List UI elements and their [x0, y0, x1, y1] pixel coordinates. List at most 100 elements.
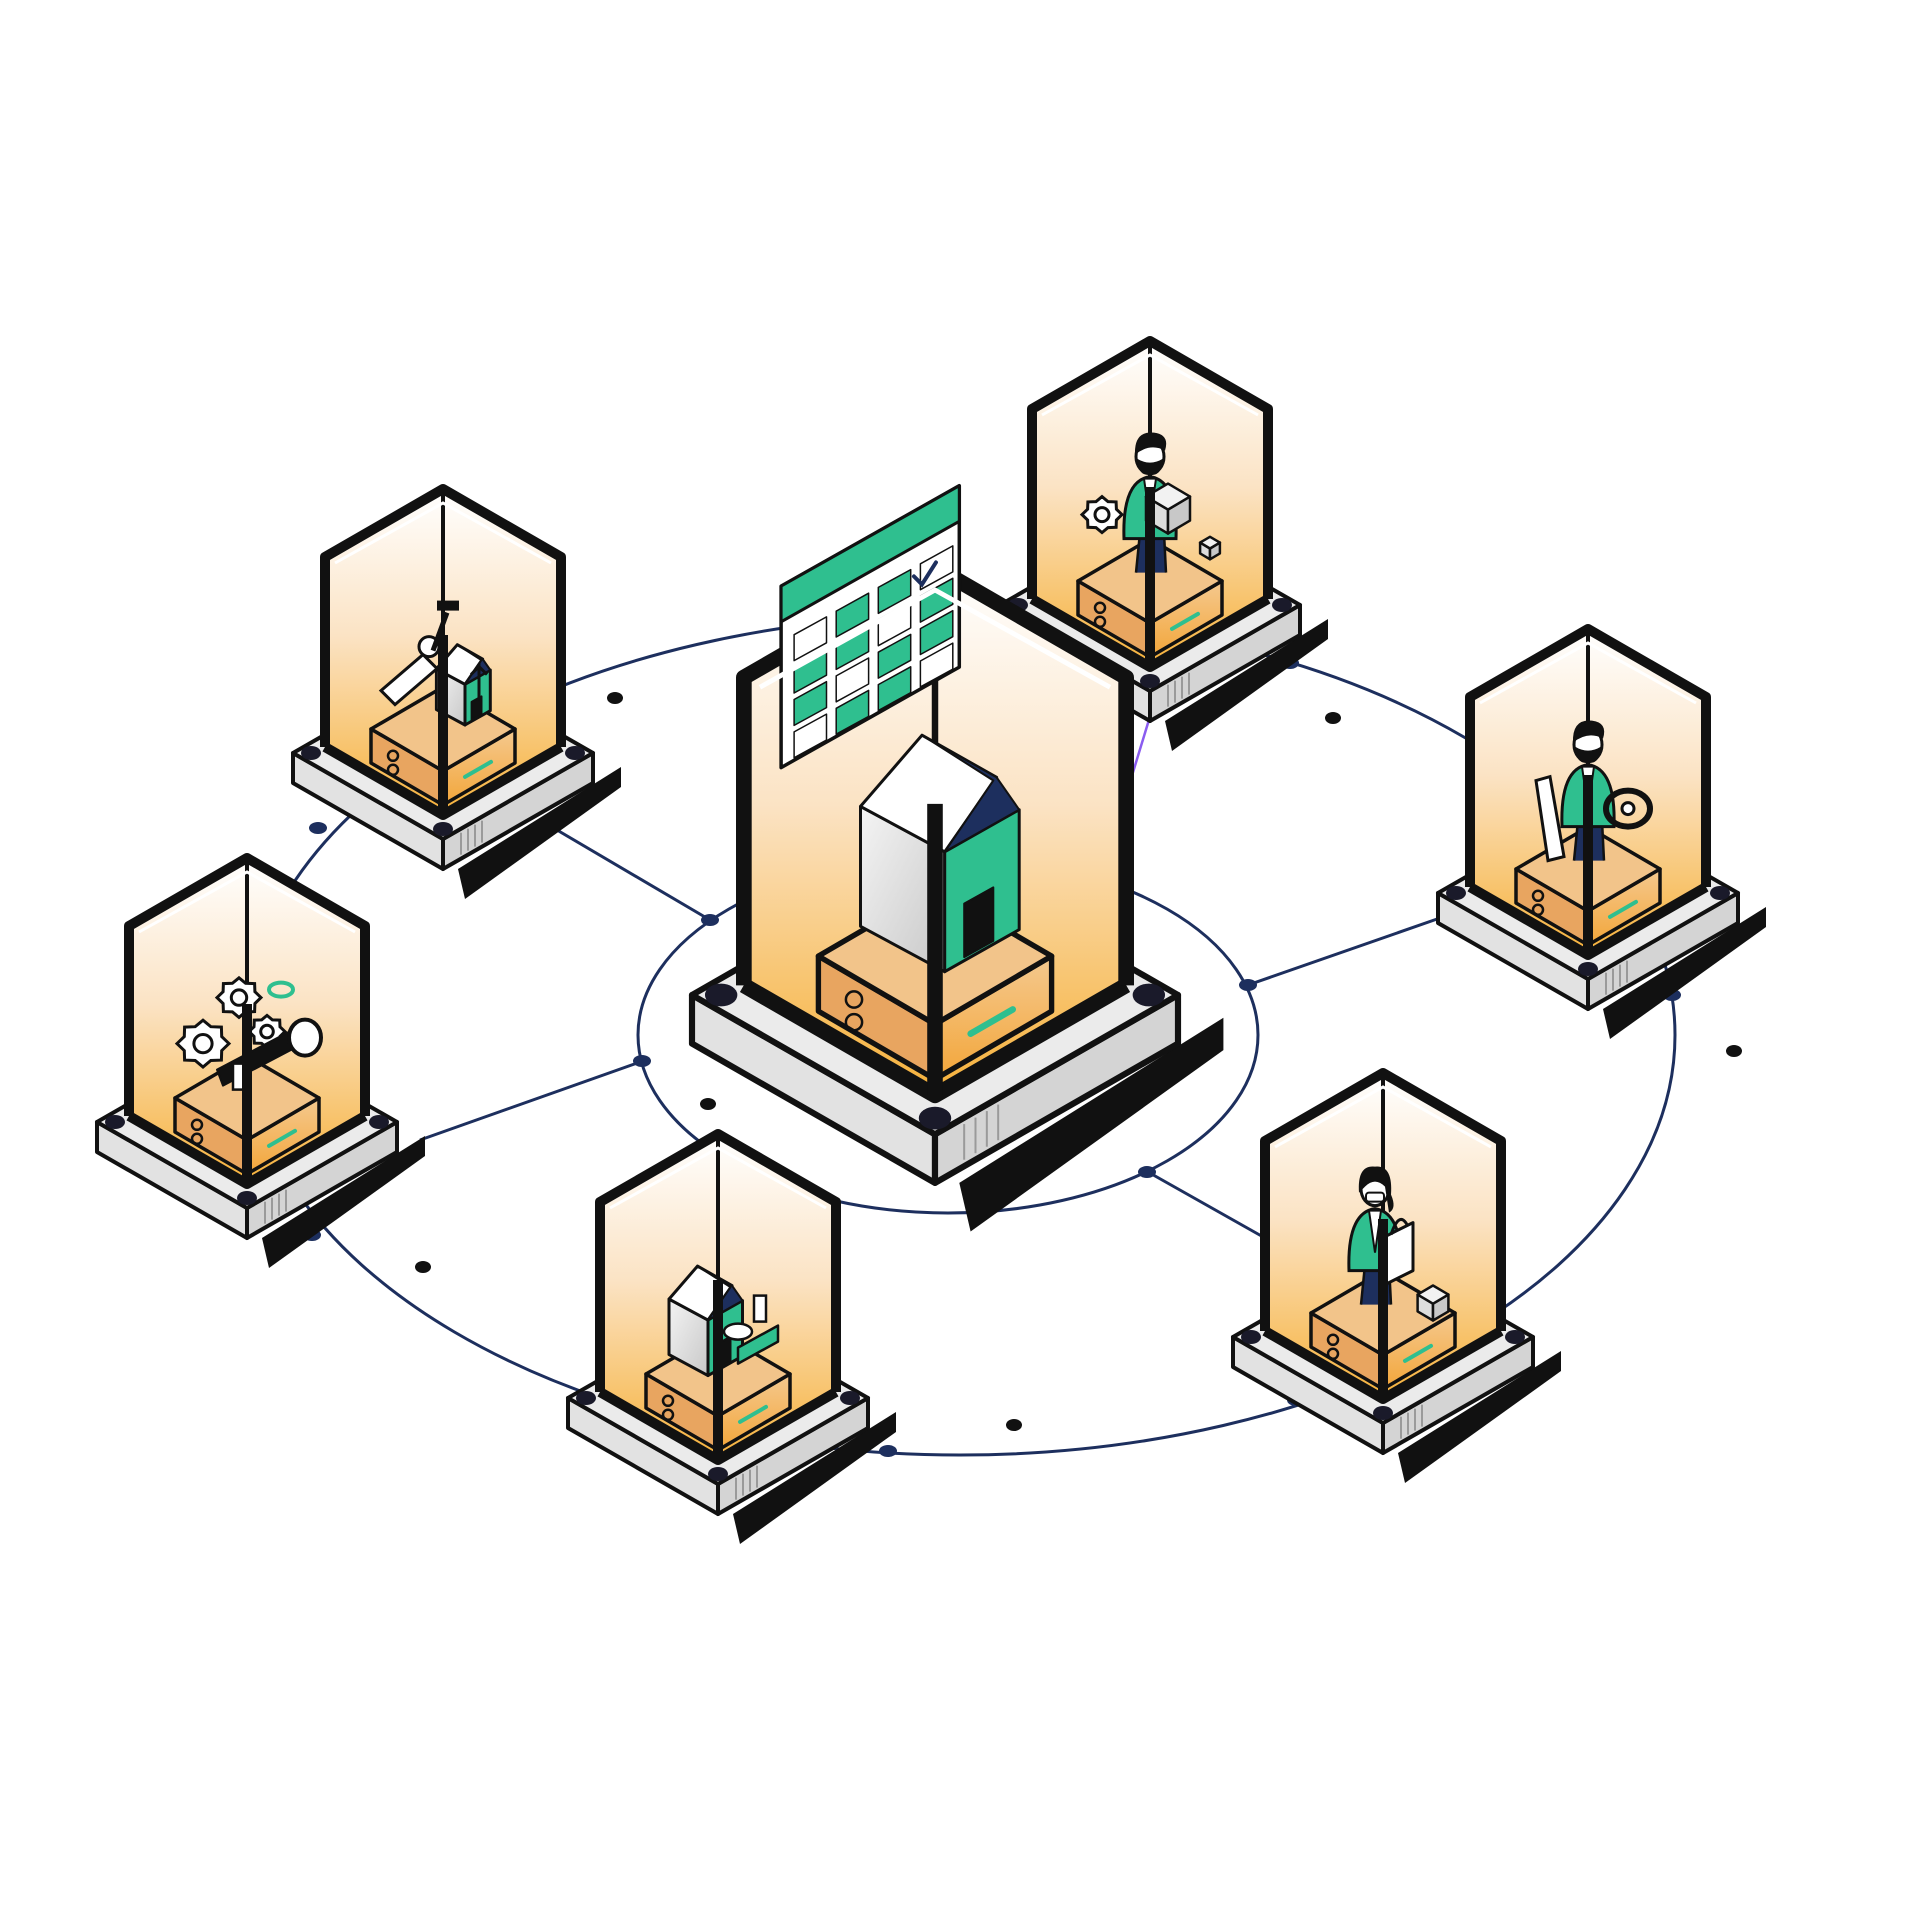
house-roof-side: [696, 1265, 744, 1322]
hammer-head: [437, 600, 459, 611]
platform-bolt: [1373, 1406, 1393, 1420]
base-knob: [1093, 601, 1107, 615]
base-indicator: [1403, 1343, 1433, 1363]
base-indicator: [463, 759, 493, 779]
case-inner-rim: [1274, 1085, 1492, 1149]
base-indicator: [967, 1006, 1017, 1037]
house-roof-side: [921, 734, 1021, 853]
platform-bolt: [433, 822, 453, 836]
calendar-cell: [793, 616, 828, 662]
floating-dot: [1006, 1419, 1022, 1431]
base-knob: [844, 1012, 864, 1032]
calendar-cell: [919, 609, 954, 656]
platform-bolt: [576, 1391, 596, 1405]
gear-hub: [1093, 506, 1111, 524]
calendar-cell: [919, 577, 954, 623]
pod-shadow: [959, 1017, 1224, 1232]
base-knob: [1326, 1333, 1340, 1347]
worker-figure-icon: [378, 635, 441, 707]
calendar-cell: [835, 689, 870, 735]
shopper-pod: [1231, 1068, 1561, 1483]
seat-icon: [1534, 774, 1566, 863]
pipe-end: [287, 1017, 323, 1058]
platform-bolt: [708, 1467, 728, 1481]
driver-pod: [1436, 624, 1766, 1039]
base-indicator: [738, 1404, 768, 1424]
calendar-cell: [919, 642, 954, 688]
floating-dot: [607, 692, 623, 704]
connector-dot: [633, 1055, 651, 1067]
calendar-cell: [877, 568, 912, 615]
house-icon: [859, 733, 1021, 974]
hammer-handle: [430, 611, 450, 652]
wheel-hub: [1620, 801, 1636, 817]
check-icon: [911, 560, 938, 588]
seat-back: [1534, 774, 1566, 863]
bag-handle: [1389, 1217, 1409, 1236]
platform-bolt: [237, 1191, 257, 1205]
gear-hub: [259, 1023, 275, 1040]
house-door: [470, 695, 483, 722]
arrow-up-icon: [469, 662, 489, 701]
base-knob: [1093, 615, 1107, 629]
base-knob: [190, 1118, 204, 1132]
person-hair: [1358, 1166, 1394, 1213]
gear-icon: [214, 975, 264, 1020]
calendar-header: [779, 484, 961, 624]
calendar-cell: [877, 666, 912, 712]
platform-bolt: [918, 1106, 952, 1130]
case-inner-rim: [334, 501, 552, 565]
case-inner-rim: [758, 587, 1112, 690]
connector-dot: [701, 914, 719, 926]
platform-bolt: [1710, 886, 1730, 900]
box-icon: [1416, 1284, 1450, 1322]
connector-dot: [879, 1445, 897, 1457]
base-indicator: [1608, 899, 1638, 919]
floating-dot: [700, 1098, 716, 1110]
house-door: [963, 886, 995, 959]
box-top-face: [1416, 1284, 1450, 1305]
base-knob: [661, 1394, 675, 1408]
case-inner-rim: [609, 1146, 827, 1210]
wheel-rim: [1603, 787, 1653, 830]
base-knob: [1326, 1347, 1340, 1361]
pod-shadow: [458, 767, 621, 899]
person-beard: [1575, 746, 1601, 763]
gear-icon: [174, 1018, 232, 1069]
platform-bolt: [1446, 886, 1466, 900]
base-knob: [844, 990, 864, 1009]
case-inner-rim: [1041, 353, 1259, 417]
home-calendar-hub: [688, 483, 1224, 1232]
platform-bolt: [1505, 1330, 1525, 1344]
floating-dot: [1325, 712, 1341, 724]
house-services-pod: [566, 1129, 896, 1544]
platform-bolt: [1140, 674, 1160, 688]
base-knob: [190, 1132, 204, 1146]
chair-icon: [752, 1294, 768, 1323]
furniture-icon: [736, 1294, 780, 1365]
small-box-icon: [1198, 535, 1222, 561]
person-beard: [1137, 458, 1163, 475]
calendar-cell: [793, 680, 828, 727]
floating-dot: [1726, 1045, 1742, 1057]
shelf: [736, 1324, 780, 1365]
pod-shadow: [262, 1136, 425, 1268]
machinery-pod: [95, 853, 425, 1268]
person-mask: [1365, 1191, 1385, 1203]
base-knob: [386, 749, 400, 763]
calendar-cell: [877, 633, 912, 679]
gear-hub: [229, 988, 249, 1007]
platform-bolt: [369, 1115, 389, 1129]
pod-shadow: [733, 1412, 896, 1544]
platform-bolt: [840, 1391, 860, 1405]
base-indicator: [267, 1128, 297, 1148]
case-inner-rim: [1479, 641, 1697, 705]
pod-shadow: [1398, 1351, 1561, 1483]
bed-icon: [722, 1322, 754, 1341]
delivery-person-pod: [998, 336, 1328, 751]
platform-bolt: [565, 746, 585, 760]
floating-dot: [415, 1261, 431, 1273]
calendar-cell: [793, 713, 828, 759]
